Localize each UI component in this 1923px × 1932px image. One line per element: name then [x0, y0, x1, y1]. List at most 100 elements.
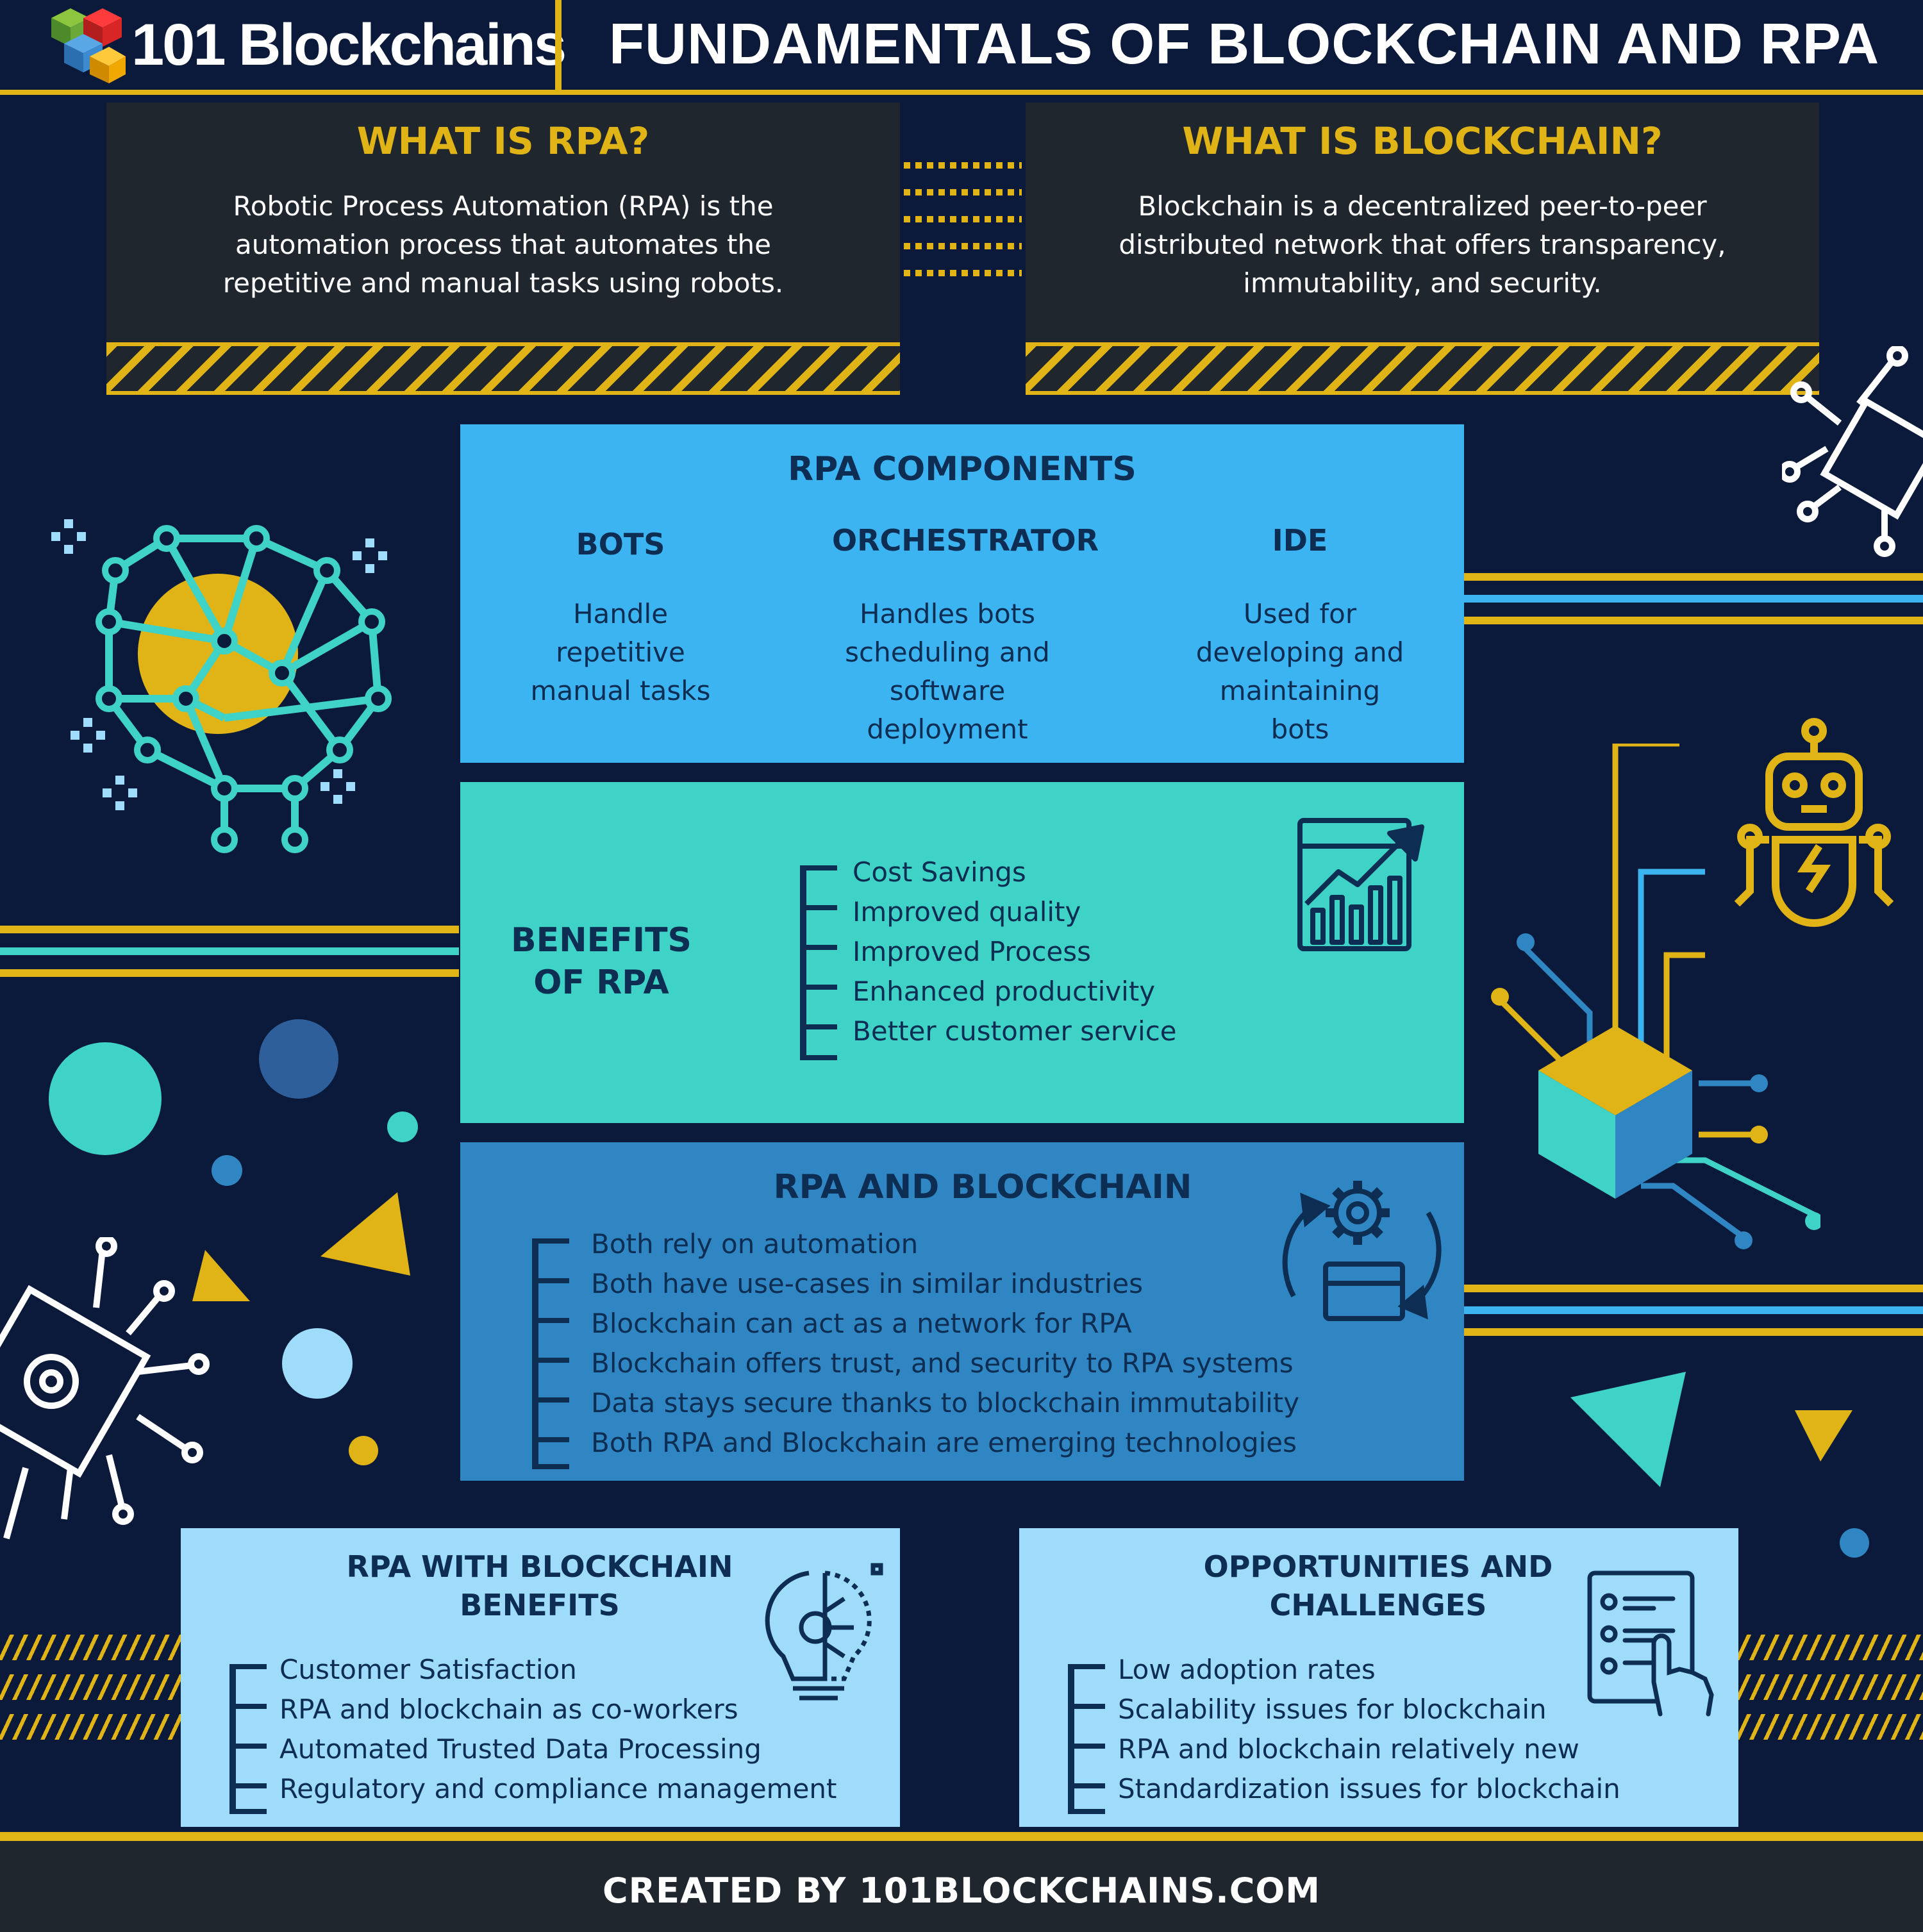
rpa-with-blockchain-benefits-panel: RPA WITH BLOCKCHAIN BENEFITS Customer Sa… [181, 1528, 900, 1827]
brand-name: 101 Blockchains [131, 12, 567, 78]
footer-credit: CREATED BY 101BLOCKCHAINS.COM [602, 1870, 1321, 1911]
deco-circle [212, 1155, 242, 1186]
cube-circuit-icon [1491, 744, 1820, 1249]
deco-circle [1840, 1528, 1869, 1558]
hazard-stripe-right [1026, 342, 1819, 395]
component-text: Handles bots scheduling and software dep… [845, 598, 1050, 745]
sparkle-icon [320, 769, 355, 804]
opportunities-challenges-panel: OPPORTUNITIES AND CHALLENGES Low adoptio… [1019, 1528, 1738, 1827]
rpa-components-title: RPA COMPONENTS [788, 450, 1136, 488]
growth-chart-icon [1297, 818, 1424, 951]
list-item: RPA and blockchain relatively new [1118, 1733, 1579, 1765]
list-item: Both RPA and Blockchain are emerging tec… [591, 1427, 1297, 1458]
deco-line [1464, 573, 1923, 581]
rpa-with-blockchain-title: RPA WITH BLOCKCHAIN BENEFITS [346, 1549, 733, 1622]
sparkle-icon [103, 776, 137, 810]
rpa-with-blockchain-bracket [229, 1664, 267, 1814]
sparkle-icon [353, 538, 387, 573]
deco-dashes [0, 1714, 181, 1740]
what-is-blockchain-text: Blockchain is a decentralized peer-to-pe… [1119, 190, 1726, 299]
cubes-logo-icon [51, 8, 126, 83]
list-item: Cost Savings [853, 856, 1026, 888]
list-item: Customer Satisfaction [279, 1654, 577, 1685]
gear-chip-icon [0, 1237, 210, 1540]
deco-dashes [1737, 1635, 1923, 1660]
what-is-rpa-title: WHAT IS RPA? [356, 119, 650, 163]
list-item: Improved quality [853, 896, 1081, 928]
list-item: Standardization issues for blockchain [1118, 1773, 1620, 1804]
list-item: Blockchain offers trust, and security to… [591, 1347, 1294, 1379]
dotted-connector [904, 162, 1022, 276]
list-item: Regulatory and compliance management [279, 1773, 837, 1804]
component-orchestrator: ORCHESTRATOR Handles bots scheduling and… [832, 523, 1099, 749]
list-item: Data stays secure thanks to blockchain i… [591, 1387, 1300, 1419]
deco-line [1464, 1285, 1923, 1292]
rpa-and-blockchain-title: RPA AND BLOCKCHAIN [773, 1168, 1192, 1206]
deco-line [0, 947, 459, 955]
component-title: ORCHESTRATOR [832, 523, 1099, 558]
component-text: Handle repetitive manual tasks [530, 598, 711, 706]
opportunities-challenges-title: OPPORTUNITIES AND CHALLENGES [1203, 1549, 1553, 1622]
deco-circle [282, 1328, 353, 1399]
what-is-rpa-panel: WHAT IS RPA? Robotic Process Automation … [106, 103, 900, 342]
component-bots: BOTS Handle repetitive manual tasks [524, 527, 717, 710]
component-text: Used for developing and maintaining bots [1195, 598, 1404, 745]
deco-dashes [1737, 1714, 1923, 1740]
rpa-and-blockchain-panel: RPA AND BLOCKCHAIN Both rely on automati… [460, 1142, 1464, 1481]
deco-line [1464, 1306, 1923, 1314]
list-item: Enhanced productivity [853, 976, 1156, 1007]
list-item: Automated Trusted Data Processing [279, 1733, 762, 1765]
page-title: FUNDAMENTALS OF BLOCKCHAIN AND RPA [609, 12, 1880, 76]
gear-cycle-icon [1282, 1181, 1442, 1321]
opportunities-bracket [1068, 1664, 1105, 1814]
what-is-blockchain-panel: WHAT IS BLOCKCHAIN? Blockchain is a dece… [1026, 103, 1819, 342]
list-item: Improved Process [853, 936, 1092, 967]
benefits-of-rpa-title: BENEFITS OF RPA [511, 921, 692, 1002]
header-divider [555, 0, 562, 90]
checklist-hand-icon [1587, 1570, 1714, 1717]
deco-circle [387, 1112, 418, 1142]
deco-line [0, 969, 459, 977]
list-item: Blockchain can act as a network for RPA [591, 1308, 1132, 1339]
rpa-with-blockchain-list: Customer Satisfaction RPA and blockchain… [279, 1650, 837, 1809]
deco-triangles [1570, 1372, 1852, 1487]
component-title: BOTS [576, 527, 665, 562]
rpa-blockchain-list: Both rely on automation Both have use-ca… [591, 1224, 1299, 1463]
hazard-stripe-left [106, 342, 900, 395]
list-item: Both have use-cases in similar industrie… [591, 1268, 1143, 1299]
opportunities-list: Low adoption rates Scalability issues fo… [1118, 1650, 1620, 1809]
sparkle-icon [71, 718, 105, 753]
deco-dashes [1737, 1674, 1923, 1700]
component-ide: IDE Used for developing and maintaining … [1191, 523, 1409, 749]
footer-bar [0, 1832, 1923, 1932]
deco-circle [259, 1019, 338, 1099]
list-item: Both rely on automation [591, 1228, 919, 1260]
benefits-bracket [800, 865, 837, 1060]
deco-triangles [192, 1192, 410, 1301]
sparkle-icon [51, 519, 86, 554]
deco-line [1464, 595, 1923, 603]
what-is-blockchain-title: WHAT IS BLOCKCHAIN? [1182, 119, 1663, 163]
deco-line [0, 926, 459, 933]
brain-network-icon [96, 525, 392, 853]
lightbulb-circuit-icon [765, 1563, 883, 1701]
deco-line [1464, 1328, 1923, 1336]
deco-dashes [0, 1635, 181, 1660]
rpa-blockchain-bracket [532, 1238, 569, 1469]
benefits-list: Cost Savings Improved quality Improved P… [853, 853, 1177, 1051]
deco-line [1464, 617, 1923, 624]
title-bar [0, 0, 1923, 95]
deco-circle [49, 1042, 162, 1155]
component-title: IDE [1272, 523, 1328, 558]
deco-dashes [0, 1674, 181, 1700]
list-item: Better customer service [853, 1015, 1177, 1047]
rpa-components-panel: RPA COMPONENTS BOTS Handle repetitive ma… [460, 424, 1464, 763]
list-item: Scalability issues for blockchain [1118, 1694, 1547, 1725]
list-item: RPA and blockchain as co-workers [279, 1694, 738, 1725]
benefits-of-rpa-panel: BENEFITS OF RPA Cost Savings Improved qu… [460, 782, 1464, 1123]
robot-icon [1734, 718, 1894, 927]
deco-circle [349, 1436, 378, 1465]
what-is-rpa-text: Robotic Process Automation (RPA) is the … [222, 190, 784, 299]
chip-icon [1782, 346, 1923, 557]
list-item: Low adoption rates [1118, 1654, 1376, 1685]
